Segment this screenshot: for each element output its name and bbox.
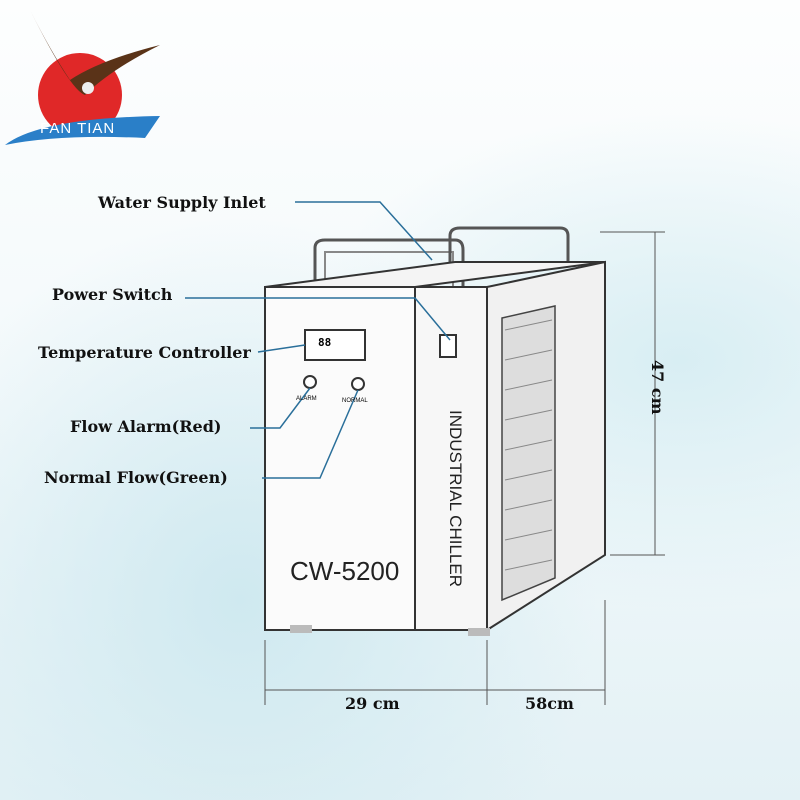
label-normal-flow: Normal Flow(Green) bbox=[44, 468, 228, 487]
alarm-label: ALARM bbox=[296, 396, 317, 402]
normal-label: NORMAL bbox=[342, 398, 368, 404]
label-water-supply-inlet: Water Supply Inlet bbox=[98, 193, 266, 212]
display-readout: 88 bbox=[318, 336, 332, 349]
logo bbox=[5, 10, 160, 145]
label-flow-alarm: Flow Alarm(Red) bbox=[70, 417, 222, 436]
logo-text: FAN TIAN bbox=[40, 120, 116, 137]
side-text: INDUSTRIAL CHILLER bbox=[446, 410, 465, 587]
dimension-depth: 58cm bbox=[525, 694, 574, 713]
dimension-height: 47 cm bbox=[648, 360, 667, 415]
dimension-width: 29 cm bbox=[345, 694, 400, 713]
model-label: CW-5200 bbox=[290, 556, 400, 586]
label-power-switch: Power Switch bbox=[52, 285, 173, 304]
label-temperature-controller: Temperature Controller bbox=[38, 343, 251, 362]
